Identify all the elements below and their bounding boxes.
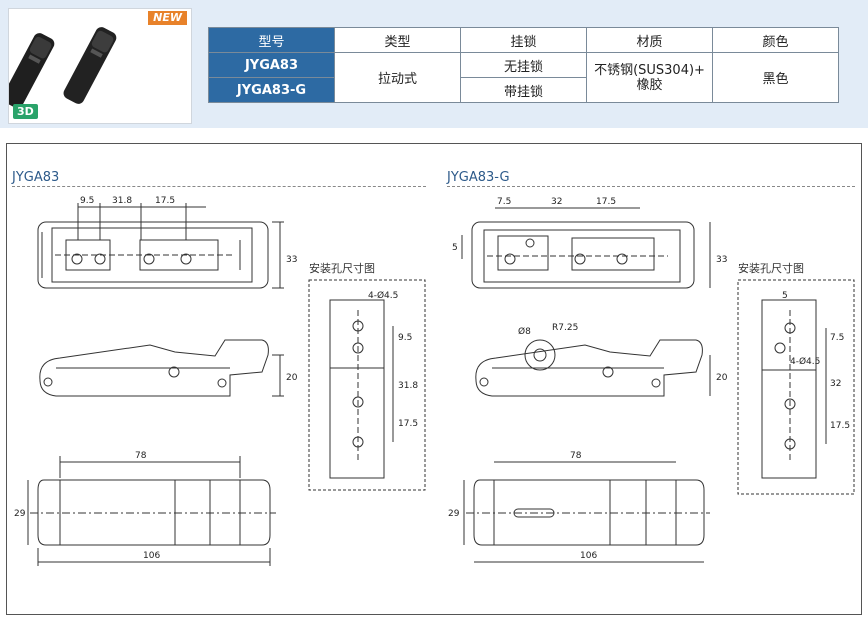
material-cell: 不锈钢(SUS304)+ 橡胶 [586, 52, 713, 103]
table-row: JYGA83-G 带挂锁 [208, 77, 839, 103]
dim-label: 78 [135, 451, 147, 461]
3d-model-badge[interactable]: 3D [13, 104, 38, 119]
right-title-rule [447, 186, 855, 187]
dim-label: 9.5 [80, 196, 94, 206]
right-side-view [475, 339, 711, 397]
spec-table: 型号 类型 挂锁 材质 颜色 JYGA83 拉动式 无挂锁 不锈钢(SUS304… [208, 27, 839, 103]
material-line2: 橡胶 [636, 77, 663, 93]
left-side-view [39, 339, 284, 397]
type-cell: 拉动式 [334, 52, 461, 103]
left-drawing-title: JYGA83 [12, 170, 60, 185]
dim-label: 5 [452, 243, 458, 253]
dim-label: 29 [448, 509, 460, 519]
padlock-cell: 无挂锁 [460, 52, 587, 78]
dim-label: 17.5 [155, 196, 175, 206]
dim-label: 31.8 [112, 196, 132, 206]
right-bottom-view [463, 461, 710, 563]
dim-label: 9.5 [398, 333, 412, 343]
dim-label: 32 [830, 379, 841, 389]
header-model: 型号 [208, 27, 335, 53]
padlock-cell: 带挂锁 [460, 77, 587, 103]
dim-label: 4-Ø4.5 [368, 290, 398, 301]
material-line1: 不锈钢(SUS304)+ [594, 62, 705, 78]
dim-label: Ø8 [518, 326, 531, 337]
right-hole-pattern [737, 279, 855, 495]
dim-label: 31.8 [398, 381, 418, 391]
dim-label: R7.25 [552, 323, 578, 333]
color-cell: 黑色 [712, 52, 839, 103]
dim-label: 5 [782, 291, 788, 301]
header-type: 类型 [334, 27, 461, 53]
dim-label: 106 [143, 551, 160, 561]
new-badge: NEW [148, 11, 187, 25]
table-row: JYGA83 拉动式 无挂锁 不锈钢(SUS304)+ 橡胶 黑色 [208, 52, 839, 103]
dim-label: 7.5 [830, 333, 844, 343]
dim-label: 17.5 [596, 197, 616, 207]
spec-header-row: 型号 类型 挂锁 材质 颜色 [208, 27, 839, 53]
dim-label: 20 [286, 373, 298, 383]
dim-label: 33 [716, 255, 727, 265]
dim-label: 78 [570, 451, 582, 461]
right-top-view [461, 207, 711, 289]
header-material: 材质 [586, 27, 713, 53]
latch-product-image [9, 27, 117, 109]
dim-label: 17.5 [830, 421, 850, 431]
dim-label: 33 [286, 255, 297, 265]
right-drawing-title: JYGA83-G [447, 170, 510, 185]
header-padlock: 挂锁 [460, 27, 587, 53]
product-photo-card: NEW 3D [8, 8, 192, 124]
dim-label: 106 [580, 551, 597, 561]
left-top-view [37, 203, 284, 289]
model-cell: JYGA83-G [208, 77, 335, 103]
right-hole-section-label: 安装孔尺寸图 [738, 262, 804, 275]
left-hole-pattern [308, 279, 426, 491]
left-hole-section-label: 安装孔尺寸图 [309, 262, 375, 275]
dim-label: 29 [14, 509, 26, 519]
dim-label: 7.5 [497, 197, 511, 207]
dim-label: 4-Ø4.5 [790, 356, 820, 367]
dim-label: 20 [716, 373, 728, 383]
header-color: 颜色 [712, 27, 839, 53]
dim-label: 17.5 [398, 419, 418, 429]
dim-label: 32 [551, 197, 562, 207]
left-bottom-view [27, 456, 276, 566]
left-title-rule [12, 186, 426, 187]
